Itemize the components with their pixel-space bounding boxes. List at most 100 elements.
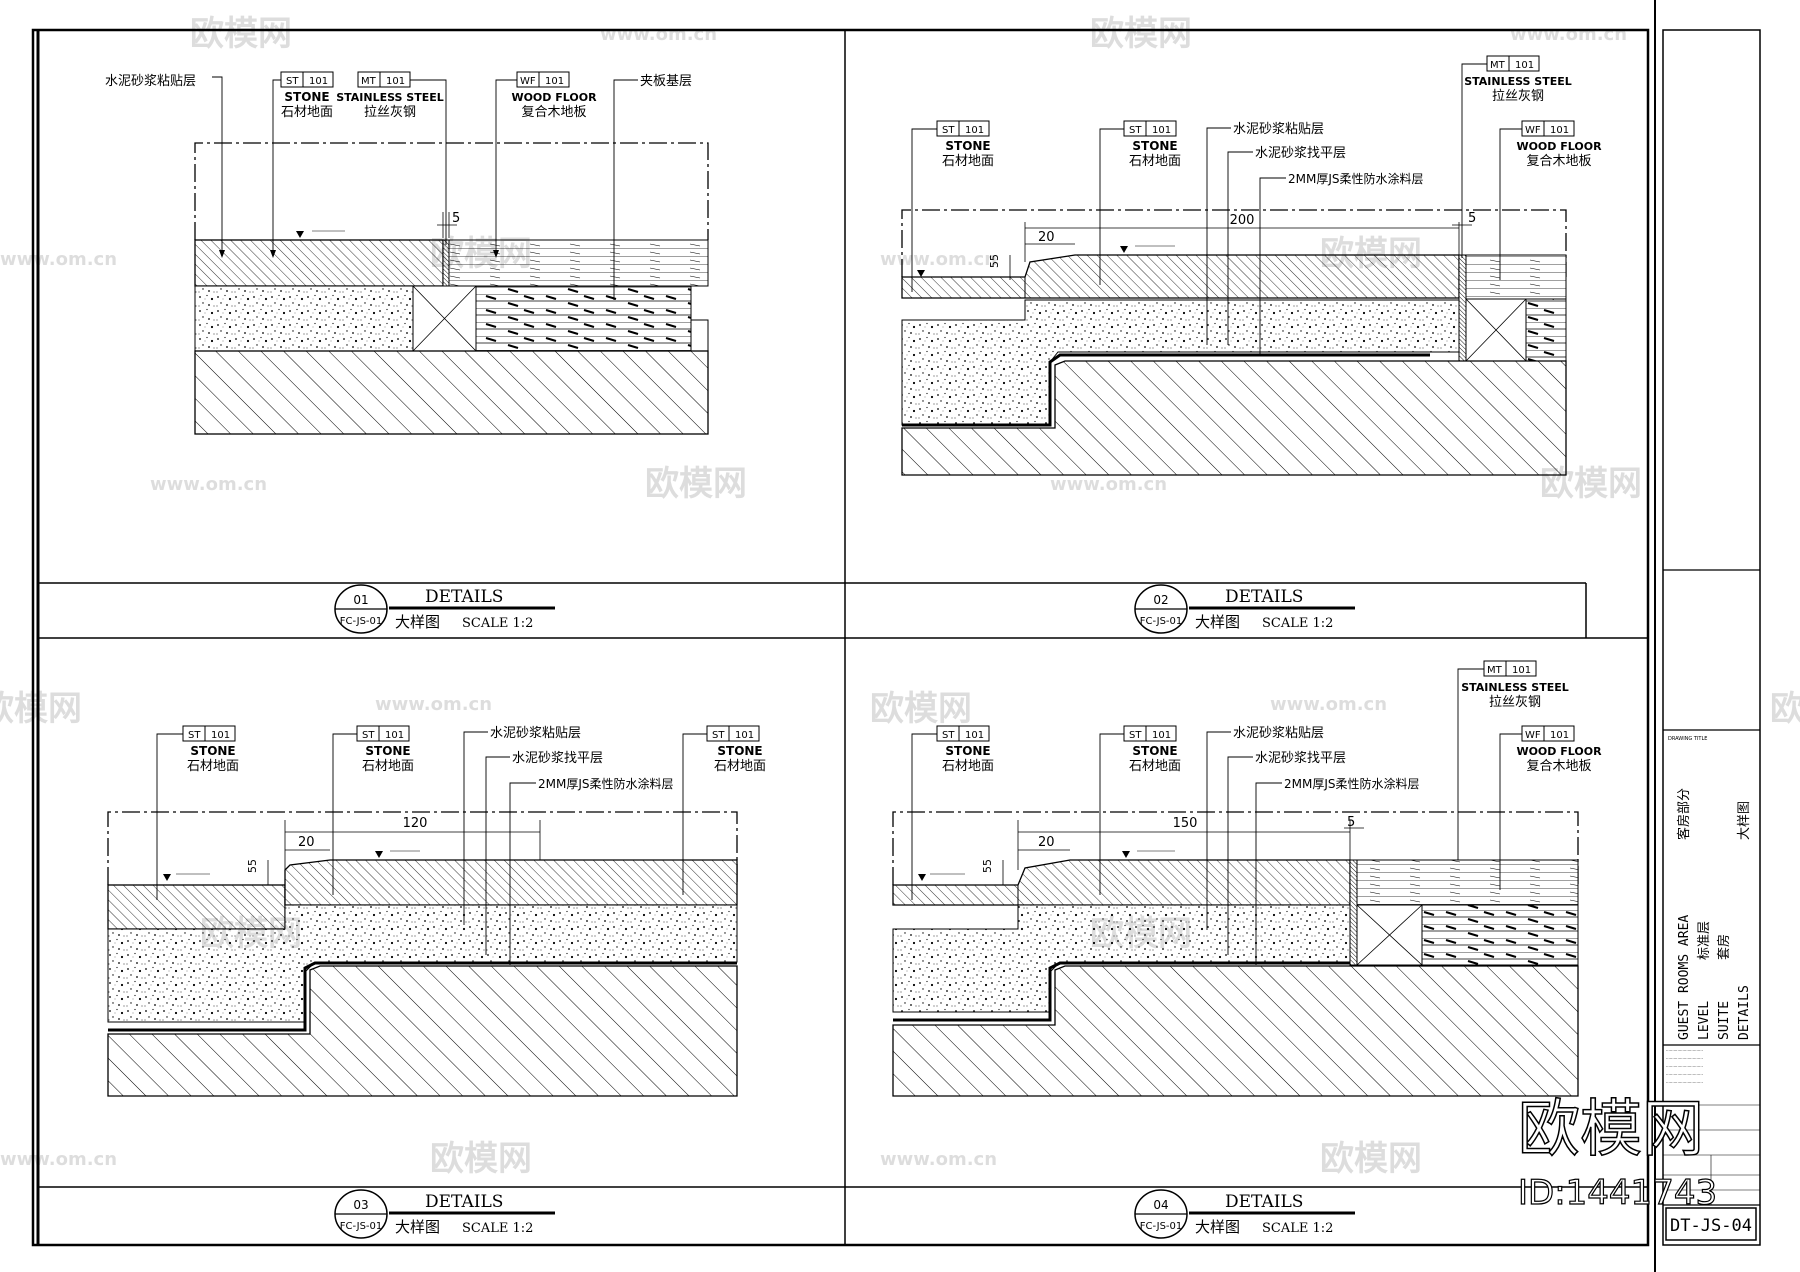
material-en: STONE [945, 139, 990, 153]
watermark-brand: 欧模网 [430, 234, 532, 274]
suite-en: SUITE [1717, 1001, 1732, 1040]
watermark-brand-large: 欧模网 [1518, 1092, 1704, 1165]
material-en: STONE [1132, 139, 1177, 153]
note-mortar-level: 水泥砂浆找平层 [1255, 751, 1346, 766]
watermark-url: www.om.cn [150, 474, 267, 495]
dim-20: 20 [298, 835, 315, 850]
material-cn: 石材地面 [942, 759, 994, 774]
level-cn: 标准层 [1697, 921, 1712, 960]
detail-scale: SCALE 1:2 [462, 616, 533, 631]
watermark-url: www.om.cn [0, 249, 117, 270]
tag-code: WF [1525, 730, 1541, 741]
detail-title: DETAILS [425, 587, 503, 607]
watermark-brand: 欧模网 [870, 689, 972, 729]
watermark-brand: 欧模网 [1090, 914, 1192, 954]
detail-scale: SCALE 1:2 [1262, 616, 1333, 631]
material-cn: 石材地面 [1129, 154, 1181, 169]
dim-55: 55 [246, 859, 259, 873]
detail-02-section: 200 20 55 5 [901, 209, 1567, 476]
material-en: STONE [1132, 744, 1177, 758]
tag-code: ST [286, 76, 299, 87]
tag-num: 101 [965, 730, 984, 741]
material-cn: 石材地面 [187, 759, 239, 774]
dim-20: 20 [1038, 835, 1055, 850]
dim-120: 120 [403, 816, 428, 831]
tag-num: 101 [965, 125, 984, 136]
watermark-brand: 欧模网 [1320, 234, 1422, 274]
details-cn: 大样图 [1737, 801, 1752, 840]
watermark-brand: 欧模网 [1540, 464, 1642, 504]
detail-title: DETAILS [425, 1192, 503, 1212]
note-mortar-level: 水泥砂浆找平层 [1255, 146, 1346, 161]
svg-text:·····························: ····························· [1666, 1080, 1703, 1085]
dim-5: 5 [452, 211, 460, 226]
tag-num: 101 [1550, 730, 1569, 741]
dim-200: 200 [1230, 213, 1255, 228]
dim-5: 5 [1468, 211, 1476, 226]
watermark-brand: 欧模网 [0, 689, 82, 729]
detail-03-labels: ST 101 STONE 石材地面 ST 101 STONE 石材地面 水泥砂浆… [156, 725, 766, 965]
svg-text:·····························: ····························· [1666, 1048, 1703, 1053]
watermark-brand: 欧模网 [190, 14, 292, 54]
tag-code: ST [712, 730, 725, 741]
svg-text:·····························: ····························· [1666, 1064, 1703, 1069]
detail-number: 02 [1153, 593, 1168, 607]
svg-text:·····························: ····························· [1666, 1072, 1703, 1077]
detail-ref: FC-JS-01 [1140, 616, 1183, 627]
detail-cn: 大样图 [1195, 613, 1240, 631]
watermark-brand: 欧模网 [200, 914, 302, 954]
watermark-url: www.om.cn [0, 1149, 117, 1170]
tag-code: ST [942, 125, 955, 136]
tag-code: MT [1490, 60, 1506, 71]
tag-num: 101 [1152, 125, 1171, 136]
note-mortar-bond: 水泥砂浆粘贴层 [1233, 726, 1324, 741]
watermark-brand: 欧模网 [1090, 14, 1192, 54]
note-mortar-bond: 水泥砂浆粘贴层 [490, 726, 581, 741]
area-cn: 客房部分 [1676, 788, 1692, 840]
dim-150: 150 [1173, 816, 1198, 831]
detail-01-section: 5 [194, 142, 709, 435]
tag-code: WF [1525, 125, 1541, 136]
detail-04-labels: ST 101 STONE 石材地面 ST 101 STONE 石材地面 水泥砂浆… [911, 660, 1602, 965]
drawing-number: DT-JS-04 [1670, 1216, 1752, 1236]
suite-cn: 套房 [1716, 934, 1732, 960]
watermark-url: www.om.cn [880, 249, 997, 270]
tag-code: ST [942, 730, 955, 741]
detail-title-02: 02 FC-JS-01 DETAILS 大样图 SCALE 1:2 [1134, 584, 1355, 634]
material-en: WOOD FLOOR [1516, 745, 1602, 758]
watermark-url: www.om.cn [1270, 694, 1387, 715]
detail-number: 03 [353, 1198, 368, 1212]
note-mortar-level: 水泥砂浆找平层 [512, 751, 603, 766]
material-en: STONE [190, 744, 235, 758]
note-waterproof: 2MM厚JS柔性防水涂料层 [1288, 171, 1424, 186]
detail-03-section: 120 20 55 [107, 811, 738, 1097]
watermark-brand: 欧模网 [1320, 1139, 1422, 1179]
tag-num: 101 [1515, 60, 1534, 71]
detail-cn: 大样图 [1195, 1218, 1240, 1236]
detail-scale: SCALE 1:2 [462, 1221, 533, 1236]
material-cn: 拉丝灰钢 [1492, 89, 1544, 104]
watermark-url: www.om.cn [375, 694, 492, 715]
dim-55: 55 [988, 254, 1001, 268]
tag-num: 101 [1512, 665, 1531, 676]
material-en: STAINLESS STEEL [1461, 681, 1569, 694]
details-en: DETAILS [1737, 985, 1752, 1040]
material-cn: 拉丝灰钢 [1489, 695, 1541, 710]
drawing-title-label: DRAWING TITLE [1668, 736, 1707, 742]
note-waterproof: 2MM厚JS柔性防水涂料层 [1284, 776, 1420, 791]
tag-code: MT [361, 76, 377, 87]
watermark-brand: 欧模网 [1770, 689, 1800, 729]
material-en: STAINLESS STEEL [336, 91, 444, 104]
material-en: STAINLESS STEEL [1464, 75, 1572, 88]
watermark-url: www.om.cn [880, 1149, 997, 1170]
material-cn: 石材地面 [281, 105, 333, 120]
material-en: WOOD FLOOR [1516, 140, 1602, 153]
detail-01-labels: 水泥砂浆粘贴层 ST 101 STONE 石材地面 MT 101 STAINLE… [105, 71, 692, 300]
material-cn: 石材地面 [362, 759, 414, 774]
tag-code: WF [520, 76, 536, 87]
title-block: DRAWING TITLE GUEST ROOMS AREA 客房部分 LEVE… [1662, 29, 1761, 1246]
tag-num: 101 [385, 730, 404, 741]
tag-num: 101 [545, 76, 564, 87]
detail-title: DETAILS [1225, 587, 1303, 607]
